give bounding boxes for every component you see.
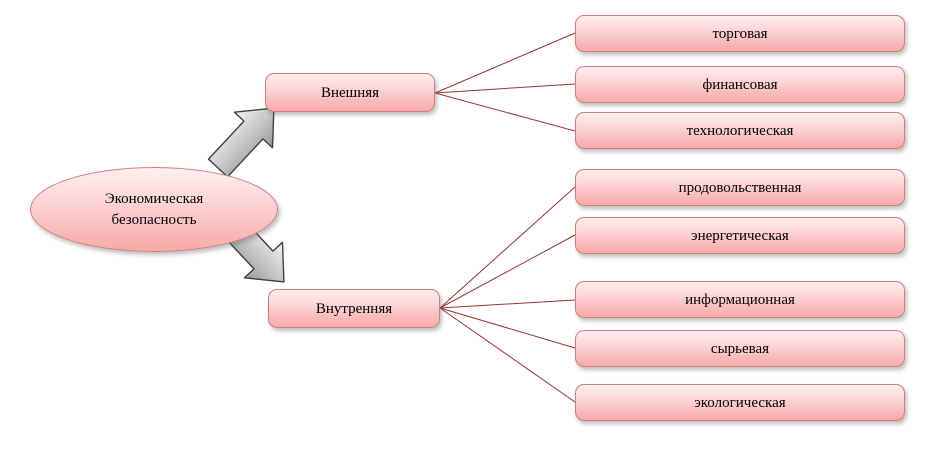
node-label: экологическая bbox=[694, 394, 786, 411]
node-financial: финансовая bbox=[575, 66, 905, 103]
arrow-up-right-icon bbox=[207, 107, 275, 178]
connector-line bbox=[434, 32, 576, 94]
node-label: сырьевая bbox=[710, 340, 770, 357]
node-technological: технологическая bbox=[575, 112, 905, 149]
node-economic-security: Экономическая безопасность bbox=[30, 167, 278, 252]
connector-line bbox=[434, 83, 576, 94]
node-label: продовольственная bbox=[678, 179, 802, 196]
node-label: технологическая bbox=[686, 122, 794, 139]
node-label: энергетическая bbox=[691, 227, 789, 244]
connector-line bbox=[439, 307, 576, 349]
node-label: финансовая bbox=[702, 76, 778, 93]
node-food: продовольственная bbox=[575, 169, 905, 206]
node-energy: энергетическая bbox=[575, 217, 905, 254]
connector-line bbox=[434, 92, 576, 132]
node-information: информационная bbox=[575, 281, 905, 318]
node-internal: Внутренняя bbox=[268, 289, 440, 328]
node-label: Внутренняя bbox=[315, 300, 393, 317]
node-label: Экономическая безопасность bbox=[104, 191, 204, 228]
node-ecological: экологическая bbox=[575, 384, 905, 421]
connector-line bbox=[439, 299, 576, 309]
connector-line bbox=[439, 186, 576, 309]
node-raw-materials: сырьевая bbox=[575, 330, 905, 367]
node-label: информационная bbox=[685, 291, 795, 308]
connector-line bbox=[439, 234, 576, 309]
node-label: Внешняя bbox=[320, 84, 380, 101]
node-external: Внешняя bbox=[265, 73, 435, 112]
node-trade: торговая bbox=[575, 15, 905, 52]
connector-line bbox=[439, 307, 576, 403]
node-label: торговая bbox=[712, 25, 768, 42]
